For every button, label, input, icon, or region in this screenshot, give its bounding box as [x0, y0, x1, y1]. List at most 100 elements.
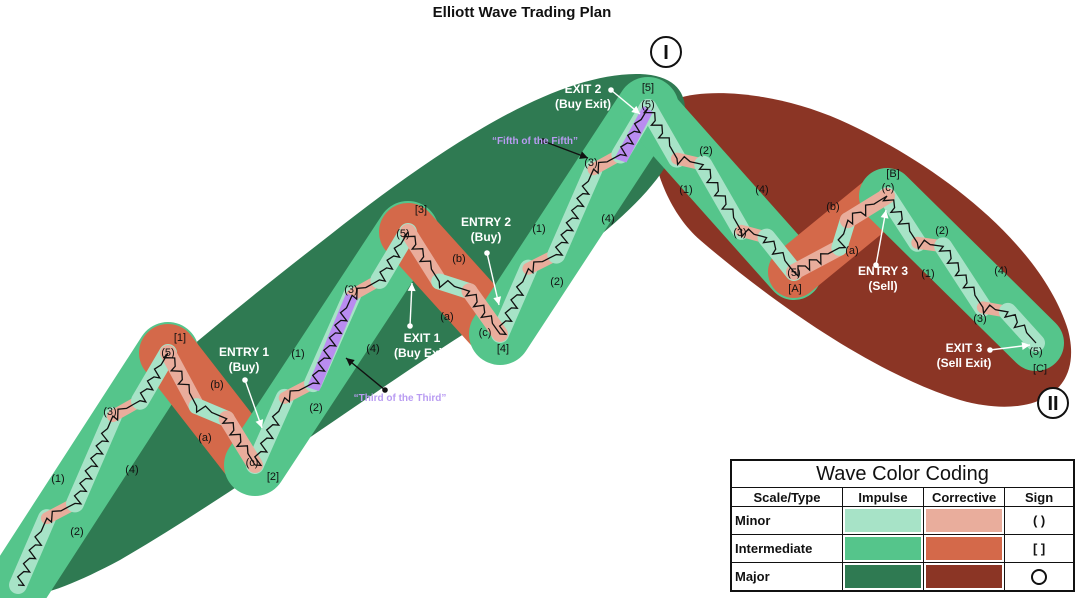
fifth-of-fifth-highlight	[614, 106, 653, 163]
minor-label-16: (1)	[532, 223, 545, 235]
minor-label-9: (2)	[309, 402, 322, 414]
chart-title: Elliott Wave Trading Plan	[432, 4, 612, 21]
legend-row-label: Major	[730, 562, 843, 592]
legend-row-major: Major	[730, 562, 1075, 592]
intermediate-label-2: [2]	[267, 471, 279, 483]
minor-label-10: (3)	[344, 284, 357, 296]
minor-label-7: (c)	[246, 457, 259, 469]
intermediate-label-3: [3]	[415, 204, 427, 216]
exit1-arrow	[407, 282, 416, 329]
minor-label-21: (1)	[679, 184, 692, 196]
entry1-title: ENTRY 1	[219, 345, 269, 359]
legend-row-label: Minor	[730, 506, 843, 535]
entry2-annotation: ENTRY 2 (Buy)	[461, 215, 511, 244]
intermediate-label-5: [5]	[642, 82, 654, 94]
exit2-title: EXIT 2	[565, 82, 602, 96]
minor-label-30: (2)	[935, 225, 948, 237]
entry1-annotation: ENTRY 1 (Buy)	[219, 345, 269, 374]
exit3-annotation: EXIT 3 (Sell Exit)	[937, 341, 992, 370]
minor-label-8: (1)	[291, 348, 304, 360]
intermediate-corrective-swatch	[926, 537, 1003, 560]
entry3-annotation: ENTRY 3 (Sell)	[858, 264, 908, 293]
minor-label-12: (5)	[396, 228, 409, 240]
major-sign-I: I	[650, 36, 682, 68]
minor-label-14: (b)	[452, 253, 465, 265]
legend-header-corrective: Corrective	[923, 487, 1006, 507]
minor-label-0: (1)	[51, 473, 64, 485]
minor-label-2: (3)	[103, 406, 116, 418]
exit1-subtitle: (Buy Exit)	[394, 346, 450, 360]
legend-sign-major	[1004, 562, 1075, 592]
exit2-subtitle: (Buy Exit)	[555, 97, 611, 111]
exit3-title: EXIT 3	[946, 341, 983, 355]
minor-label-1: (2)	[70, 526, 83, 538]
minor-label-22: (2)	[699, 145, 712, 157]
entry2-arrow	[484, 250, 502, 306]
minor-label-31: (3)	[973, 313, 986, 325]
exit3-subtitle: (Sell Exit)	[937, 356, 992, 370]
legend-row-minor: Minor ( )	[730, 506, 1075, 535]
wave-labels: [1] [2] [3] [4] [5] [A] [B] [C] (1) (2) (3) (4) (5) (…	[51, 82, 1047, 538]
major-label-I: I	[663, 42, 669, 64]
minor-label-13: (a)	[440, 311, 453, 323]
legend-header-sign: Sign	[1004, 487, 1075, 507]
entry2-subtitle: (Buy)	[471, 230, 502, 244]
entry3-subtitle: (Sell)	[868, 279, 897, 293]
intermediate-impulse-swatch	[844, 537, 922, 560]
exit1-title: EXIT 1	[404, 331, 441, 345]
intermediate-label-C: [C]	[1033, 363, 1047, 375]
entry1-subtitle: (Buy)	[229, 360, 260, 374]
entry1-arrow	[242, 377, 264, 429]
minor-impulse-swatch	[844, 509, 922, 532]
minor-wave-3	[547, 160, 603, 264]
legend-table: Wave Color Coding Scale/Type Impulse Cor…	[730, 459, 1075, 592]
minor-label-3: (4)	[125, 464, 138, 476]
entry3-arrow	[873, 209, 889, 268]
minor-label-24: (4)	[755, 184, 768, 196]
legend-header-impulse: Impulse	[841, 487, 925, 507]
circle-sign-icon	[1031, 568, 1048, 585]
entry2-title: ENTRY 2	[461, 215, 511, 229]
legend-header-scale: Scale/Type	[730, 487, 843, 507]
minor-wave-3	[66, 407, 122, 513]
fifth-of-fifth-arrow	[540, 138, 589, 159]
minor-label-15: (c)	[479, 327, 492, 339]
minor-label-29: (1)	[921, 268, 934, 280]
exit1-annotation: EXIT 1 (Buy Exit)	[394, 331, 450, 360]
entry3-title: ENTRY 3	[858, 264, 908, 278]
minor-label-6: (b)	[210, 379, 223, 391]
minor-label-5: (a)	[198, 432, 211, 444]
intermediate-label-B: [B]	[886, 168, 899, 180]
legend-row-label: Intermediate	[730, 534, 843, 563]
minor-label-23: (3)	[733, 227, 746, 239]
minor-label-4: (5)	[161, 347, 174, 359]
exit2-annotation: EXIT 2 (Buy Exit)	[555, 82, 611, 111]
major-label-II: II	[1047, 393, 1058, 415]
minor-label-33: (5)	[1029, 346, 1042, 358]
legend-title: Wave Color Coding	[730, 459, 1075, 488]
third-of-third-arrow	[345, 357, 388, 393]
minor-label-19: (4)	[601, 213, 614, 225]
exit2-arrow	[608, 87, 641, 115]
minor-corrective-swatch	[926, 509, 1003, 532]
fifth-of-fifth-note: “Fifth of the Fifth”	[492, 136, 578, 147]
minor-label-20: (5)	[641, 99, 654, 111]
minor-label-17: (2)	[550, 276, 563, 288]
annotation-arrows	[242, 87, 1031, 429]
intermediate-label-4: [4]	[497, 343, 509, 355]
major-corrective-swatch	[926, 565, 1003, 588]
legend-sign-minor: ( )	[1004, 506, 1075, 535]
minor-label-32: (4)	[994, 265, 1007, 277]
major-impulse-swatch	[844, 565, 922, 588]
minor-label-28: (c)	[882, 182, 895, 194]
intermediate-label-1: [1]	[174, 332, 186, 344]
intermediate-label-A: [A]	[788, 283, 801, 295]
minor-label-11: (4)	[366, 343, 379, 355]
minor-label-26: (a)	[845, 245, 858, 257]
legend-row-intermediate: Intermediate [ ]	[730, 534, 1075, 563]
minor-label-18: (3)	[584, 157, 597, 169]
major-sign-II: II	[1037, 387, 1069, 419]
price-path	[16, 107, 1037, 587]
minor-label-25: (5)	[787, 267, 800, 279]
